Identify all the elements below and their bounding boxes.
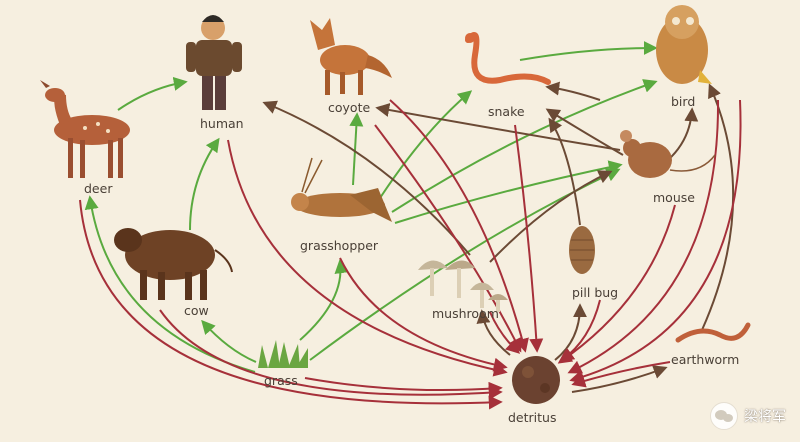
arrow-coyote2-detritus xyxy=(389,99,529,353)
mushroom-illustration xyxy=(418,260,508,312)
label-pill-bug: pill bug xyxy=(572,285,619,300)
label-coyote: coyote xyxy=(328,100,371,115)
pillbug-illustration xyxy=(569,226,595,274)
arrow-grass-grasshopper xyxy=(299,259,349,341)
label-deer: deer xyxy=(84,181,113,196)
earthworm-illustration xyxy=(675,322,751,343)
arrow-cow-detritus xyxy=(159,309,503,400)
grass-illustration xyxy=(258,340,308,368)
deer-illustration xyxy=(40,80,130,178)
arrow-grasshopper-coyote xyxy=(349,112,364,186)
arrow-detritus-grasshopper-brown xyxy=(489,170,613,263)
label-bird: bird xyxy=(671,94,696,109)
label-cow: cow xyxy=(184,303,209,318)
human-illustration xyxy=(186,15,242,110)
label-earthworm: earthworm xyxy=(671,352,740,367)
arrow-snake-detritus xyxy=(514,124,544,353)
arrow-mouse-coyote xyxy=(375,103,621,151)
cow-illustration xyxy=(114,228,233,300)
arrow-detritus-earthworm xyxy=(571,365,668,393)
arrow-grass-detritus xyxy=(304,377,503,396)
arrow-mouse-bird xyxy=(667,107,699,161)
arrow-bird-detritus xyxy=(567,99,720,374)
arrow-bird2-detritus xyxy=(569,99,742,384)
arrow-pillbug-bird-snake xyxy=(545,81,601,101)
watermark: 梁将军 xyxy=(710,402,786,430)
label-detritus: detritus xyxy=(508,410,557,425)
arrow-cow-human xyxy=(189,137,220,231)
arrow-human-detritus xyxy=(227,139,508,377)
wechat-icon xyxy=(710,402,738,430)
arrow-coyote-detritus xyxy=(374,124,522,353)
arrow-grasshopper-bird xyxy=(391,79,658,213)
arrow-deer-human xyxy=(117,76,188,111)
label-grasshopper: grasshopper xyxy=(300,238,379,253)
brown-arrows xyxy=(262,81,735,393)
label-grass: grass xyxy=(264,373,298,388)
arrow-mushroom-human xyxy=(262,100,471,256)
arrow-grass-cow xyxy=(201,319,257,363)
arrow-pillbug-route xyxy=(548,117,581,226)
detritus-illustration xyxy=(512,356,560,404)
arrow-snake-bird xyxy=(519,41,658,61)
mouse-illustration xyxy=(620,130,716,178)
label-mouse: mouse xyxy=(653,190,695,205)
arrow-mushroom-detritus xyxy=(489,311,521,354)
snake-illustration xyxy=(465,32,551,85)
red-arrows xyxy=(79,99,742,410)
arrow-earthworm-detritus xyxy=(571,361,671,388)
label-human: human xyxy=(200,116,244,131)
arrow-detritus-pillbug xyxy=(554,303,587,361)
bird-illustration xyxy=(656,5,712,84)
coyote-illustration xyxy=(310,18,392,95)
arrow-grasshopper-mouse xyxy=(394,160,623,224)
arrow-grasshopper-detritus xyxy=(339,257,508,372)
arrow-mouse-snake xyxy=(545,108,624,156)
arrow-pillbug-detritus xyxy=(559,299,601,362)
label-mushroom: mushroom xyxy=(432,306,499,321)
arrow-deer-detritus xyxy=(79,199,503,410)
grasshopper-illustration xyxy=(291,157,392,222)
label-snake: snake xyxy=(488,104,525,119)
watermark-text: 梁将军 xyxy=(744,409,786,425)
arrow-mouse-detritus xyxy=(557,204,676,364)
